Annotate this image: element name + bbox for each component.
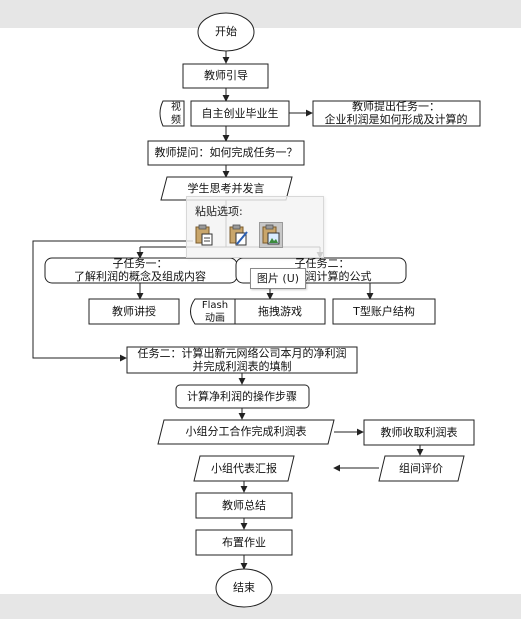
teacher-summary-node (195, 492, 293, 519)
video-tag-label-1: 视 (171, 100, 181, 113)
end-node (215, 568, 273, 608)
subtask1-label-2: 了解利润的概念及组成内容 (74, 269, 206, 283)
peer-review-label: 组间评价 (399, 461, 443, 475)
group-report-node (193, 455, 295, 482)
paste-options-title: 粘贴选项: (195, 205, 243, 218)
teacher-lecture-node (88, 298, 180, 325)
self-employed-grad-node (190, 100, 290, 127)
peer-review-node (378, 455, 465, 482)
subtask1-label-1: 子任务一： (113, 257, 168, 270)
drag-game-label: 拖拽游戏 (258, 304, 302, 318)
t-account-node (332, 298, 436, 325)
t-account-label: T型账户结构 (352, 304, 415, 318)
paste-as-picture-icon (262, 224, 280, 245)
calc-steps-label: 计算净利润的操作步骤 (187, 389, 297, 403)
drag-game-node (234, 298, 326, 325)
teacher-question-label: 教师提问：如何完成任务一？ (155, 145, 298, 159)
assign-homework-label: 布置作业 (222, 536, 266, 549)
self-employed-grad-label: 自主创业毕业生 (202, 106, 279, 120)
paste-as-picture-tooltip: 图片 (U) (250, 268, 306, 289)
task1-prompt-node (312, 100, 481, 127)
teacher-collect-node (363, 419, 475, 446)
group-work-node (157, 419, 335, 445)
teacher-guide-node (182, 63, 269, 89)
assign-homework-node (195, 529, 293, 556)
group-work-label: 小组分工合作完成利润表 (186, 424, 307, 438)
group-report-label: 小组代表汇报 (211, 461, 277, 475)
task1-prompt-label-2: 企业利润是如何形成及计算的 (325, 112, 468, 126)
keep-text-only-button[interactable] (227, 223, 249, 247)
students-think-label: 学生思考并发言 (188, 181, 265, 195)
flash-tag-label-2: 动画 (205, 312, 225, 324)
video-tag (159, 100, 185, 127)
teacher-collect-label: 教师收取利润表 (381, 425, 458, 439)
flash-tag-label-1: Flash (202, 300, 228, 311)
subtask2-label-1: 子任务二： (295, 257, 350, 270)
task1-prompt-label-1: 教师提出任务一： (352, 99, 440, 113)
keep-source-formatting-icon (195, 224, 213, 246)
keep-source-formatting-button[interactable] (193, 223, 215, 247)
keep-text-only-icon (229, 224, 248, 246)
video-tag-label-2: 频 (171, 113, 181, 126)
teacher-question-node (147, 140, 305, 166)
teacher-summary-label: 教师总结 (222, 498, 266, 512)
flash-tag (190, 298, 236, 325)
teacher-guide-label: 教师引导 (204, 68, 248, 82)
paste-options-popup: 粘贴选项: (186, 196, 324, 258)
calc-steps-node (175, 384, 310, 409)
end-label: 结束 (233, 581, 255, 594)
start-node (197, 12, 255, 52)
start-label: 开始 (215, 24, 237, 38)
task2-label-2: 并完成利润表的填制 (193, 359, 292, 373)
teacher-lecture-label: 教师讲授 (112, 304, 156, 318)
task2-node (126, 346, 358, 374)
top-margin-band (0, 0, 521, 28)
paste-as-picture-button[interactable] (259, 222, 283, 248)
task2-label-1: 任务二：计算出新元网络公司本月的净利润 (138, 346, 347, 360)
